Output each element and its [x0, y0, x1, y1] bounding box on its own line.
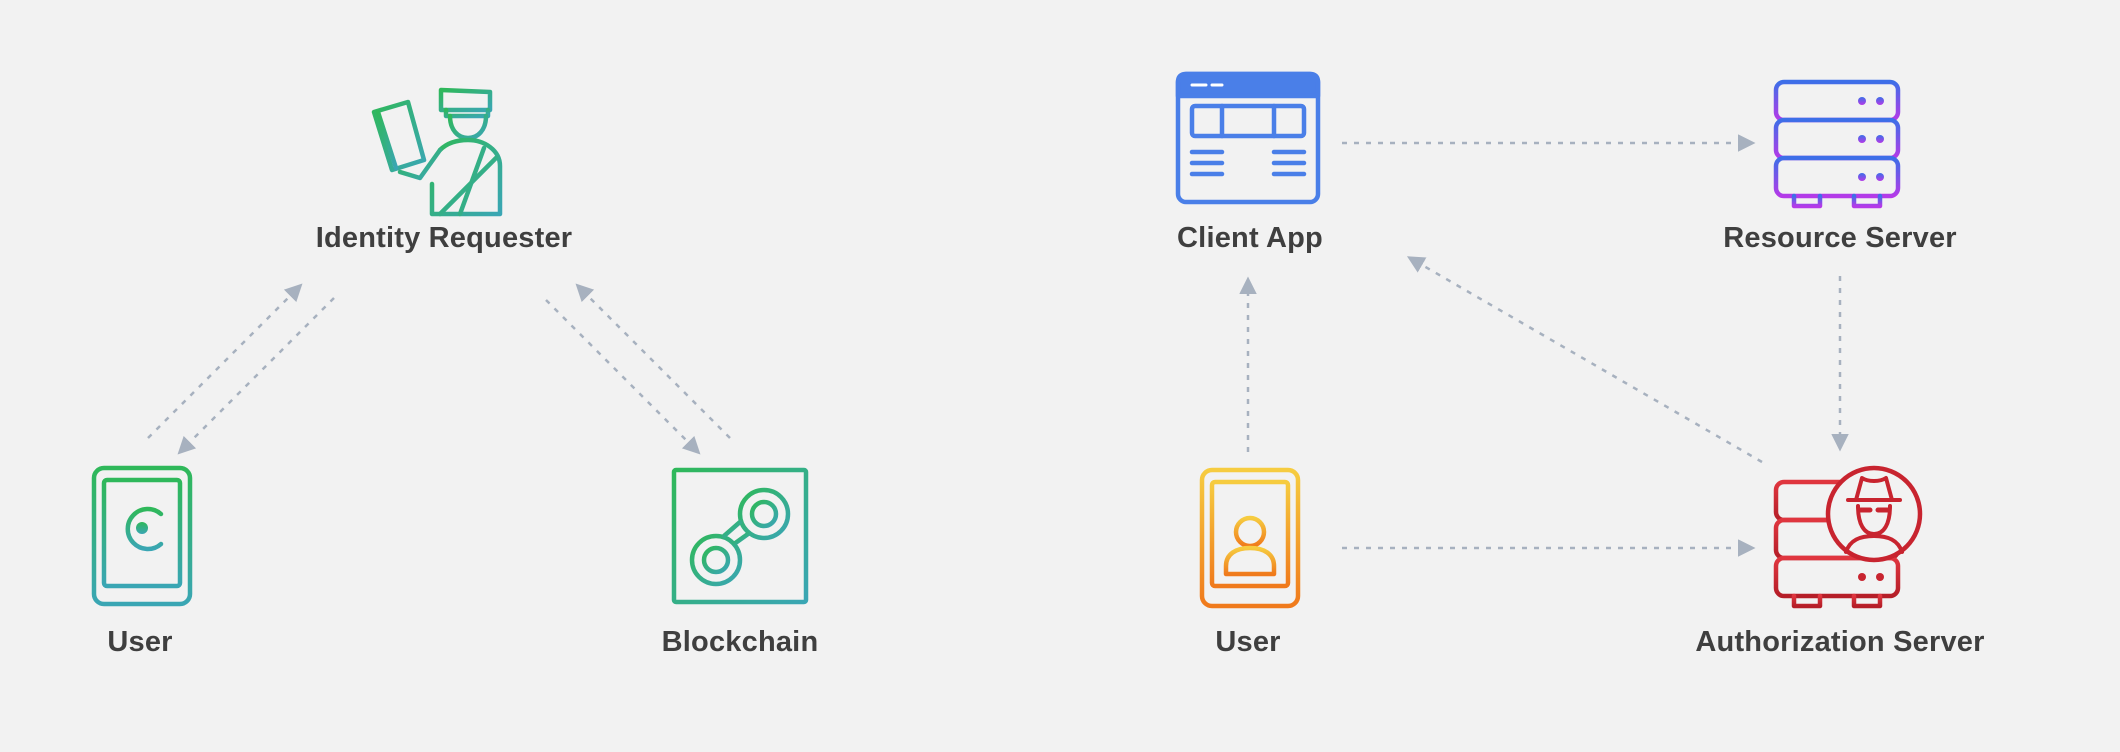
server-spy-icon	[1773, 465, 1923, 609]
officer-reading-id-icon	[371, 87, 503, 217]
authorization-server-label: Authorization Server	[1695, 626, 1985, 658]
server-stack-icon	[1773, 71, 1901, 209]
tablet-person-icon	[1199, 467, 1301, 609]
identity-requester-label: Identity Requester	[315, 222, 573, 254]
chain-link-icon	[671, 467, 809, 605]
arrow-blockchain-to-identity-requester	[575, 283, 731, 439]
arrow-identity-requester-to-user	[177, 297, 335, 455]
arrow-user-to-identity-requester	[147, 283, 303, 439]
user-label-left: User	[107, 626, 173, 658]
arrow-identity-requester-to-blockchain	[545, 299, 701, 455]
browser-window-icon	[1175, 71, 1321, 205]
user-label-right: User	[1215, 626, 1281, 658]
arrow-authorization-server-to-client-app	[1406, 256, 1763, 464]
client-app-label: Client App	[1177, 222, 1323, 254]
resource-server-label: Resource Server	[1723, 222, 1957, 254]
blockchain-label: Blockchain	[661, 626, 819, 658]
tablet-fingerprint-icon	[91, 465, 193, 607]
